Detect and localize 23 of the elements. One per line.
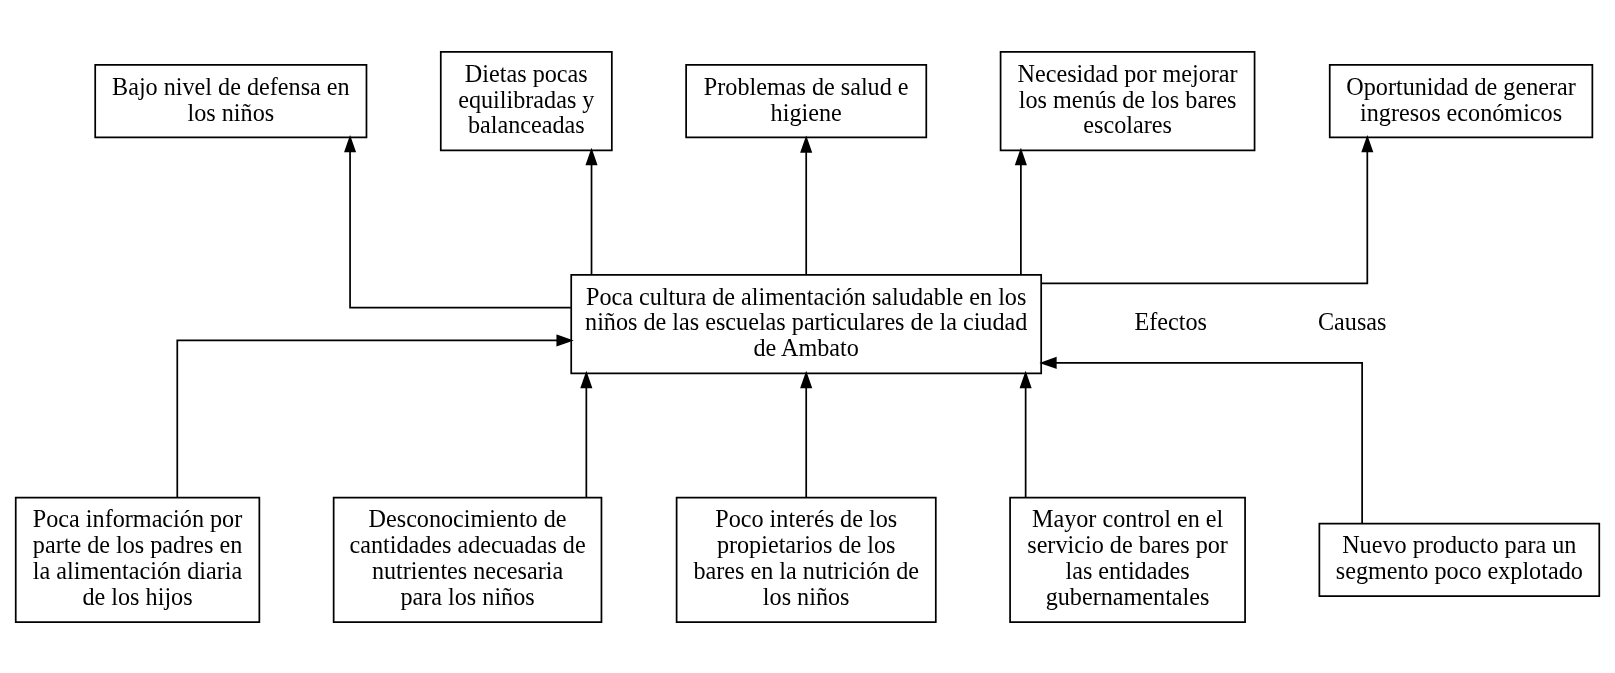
- node-box: Bajo nivel de defensa en los niños: [94, 63, 368, 138]
- arrow: [800, 370, 813, 498]
- node-box: Problemas de salud e higiene: [685, 63, 928, 138]
- label: Efectos: [1134, 307, 1208, 335]
- arrow: [344, 134, 572, 308]
- node-box: Poca información por parte de los padres en la alimentación diaria de los hijos: [14, 496, 261, 623]
- arrow: [800, 134, 813, 275]
- node-box: Necesidad por mejorar los menús de los bares escolares: [999, 50, 1256, 151]
- node-box: Oportunidad de generar ingresos económicos: [1328, 63, 1594, 138]
- arrow: [1014, 147, 1027, 275]
- node-box: Nuevo producto para un segmento poco explotado: [1318, 522, 1601, 597]
- arrow: [1039, 356, 1363, 524]
- arrow: [1019, 370, 1032, 498]
- arrow: [585, 147, 598, 275]
- arrow: [580, 370, 593, 498]
- label: Causas: [1317, 307, 1387, 335]
- node-box: Dietas pocas equilibradas y balanceadas: [439, 50, 613, 151]
- arrow: [176, 333, 574, 498]
- node-box: Desconocimiento de cantidades adecuadas de nutrientes necesaria para los niños: [332, 496, 603, 623]
- arrow: [1040, 134, 1374, 284]
- node-box: Mayor control en el servicio de bares por las entidades gubernamentales: [1009, 496, 1246, 623]
- node-box: Poco interés de los propietarios de los bares en la nutrición de los niños: [675, 496, 937, 623]
- node-box: Poca cultura de alimentación saludable en los niños de las escuelas particulares de la ciudad de Ambato: [570, 273, 1043, 374]
